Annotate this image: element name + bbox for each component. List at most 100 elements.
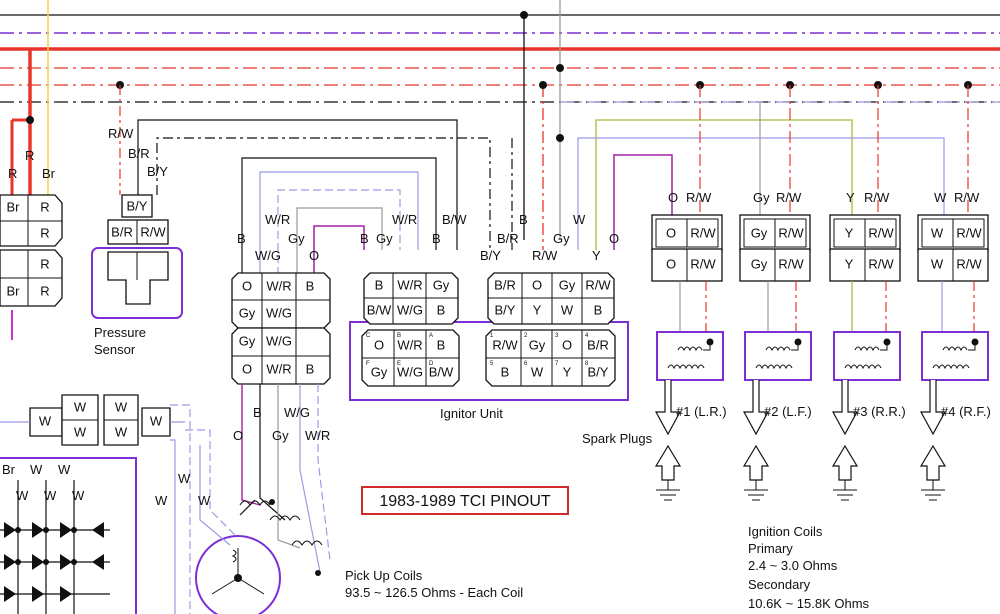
ia-num-b: B bbox=[397, 333, 401, 339]
coil-4-wire: W bbox=[934, 190, 947, 205]
ib-bot-6: W bbox=[531, 364, 544, 379]
pickup-coils-label: Pick Up Coils bbox=[345, 568, 423, 583]
pc-wire-gy: Gy bbox=[288, 231, 305, 246]
ib-top-1: B/R bbox=[494, 277, 516, 292]
ia-num-e: E bbox=[397, 361, 401, 367]
ia-num-a: A bbox=[429, 333, 433, 339]
pc-wire-bottom-b: B bbox=[253, 405, 262, 420]
title-box: 1983-1989 TCI PINOUT bbox=[361, 486, 569, 515]
rect-label-6: W bbox=[72, 488, 85, 503]
ib-wire-rw: R/W bbox=[532, 248, 558, 263]
ia-top-1: B bbox=[375, 277, 384, 292]
rectifier: Br W W W W W bbox=[0, 462, 110, 614]
pc-top-2: W/R bbox=[266, 278, 291, 293]
coil-3: Y R/W Y R/W Y R/W #3 (R.R.) bbox=[829, 190, 906, 501]
pc-wire-bottom-gy: Gy bbox=[272, 428, 289, 443]
ib-top-7: W bbox=[561, 302, 574, 317]
stator bbox=[195, 535, 281, 614]
ps-pin-br: B/R bbox=[111, 224, 133, 239]
rect-label-4: W bbox=[16, 488, 29, 503]
ia-bot-4: Gy bbox=[371, 364, 388, 379]
ib-num-1: 1 bbox=[490, 333, 494, 339]
pickup-lower-wires bbox=[239, 384, 331, 576]
coil-3-wire-rw: R/W bbox=[864, 190, 890, 205]
ignitor-unit-label: Ignitor Unit bbox=[440, 406, 503, 421]
left-wire-label-2: R bbox=[25, 148, 34, 163]
gen-wire-2: W bbox=[178, 471, 191, 486]
ib-num-7: 7 bbox=[555, 361, 559, 367]
pc-bot-4: O bbox=[242, 361, 252, 376]
gen-wire-1: W bbox=[155, 493, 168, 508]
ib-num-6: 6 bbox=[524, 361, 528, 367]
ib-top-8: B bbox=[594, 302, 603, 317]
pc-wire-b: B bbox=[237, 231, 246, 246]
ib-bot-4: B/R bbox=[587, 337, 609, 352]
ia-bot-3: B bbox=[437, 337, 446, 352]
pc-wire-bottom-wr: W/R bbox=[305, 428, 330, 443]
ib-bot-5: B bbox=[501, 364, 510, 379]
ib-wire-o: O bbox=[609, 231, 619, 246]
coil-3-pin-1: Y bbox=[845, 225, 854, 240]
coil-4-pin-2: R/W bbox=[956, 225, 982, 240]
coil-1-pin-1: O bbox=[666, 225, 676, 240]
top-bus-lines bbox=[0, 0, 1000, 340]
coil-rw-wires bbox=[699, 85, 969, 225]
coil-2-label: #2 (L.F.) bbox=[764, 404, 812, 419]
ib-wire-gy: Gy bbox=[553, 231, 570, 246]
coil-3-wire: Y bbox=[846, 190, 855, 205]
ia-bot-5: W/G bbox=[397, 364, 423, 379]
pc-top-3: B bbox=[306, 278, 315, 293]
ignition-coils-label: Ignition Coils bbox=[748, 524, 823, 539]
coil-3-pin-4: R/W bbox=[868, 256, 894, 271]
gen-pin-4: W bbox=[115, 399, 128, 414]
ib-bot-2: Gy bbox=[529, 337, 546, 352]
ia-wire-wr: W/R bbox=[392, 212, 417, 227]
ps-pin-by: B/Y bbox=[127, 198, 148, 213]
ignition-coils-primary: Primary bbox=[748, 541, 793, 556]
pc-top-1: O bbox=[242, 278, 252, 293]
ia-bot-1: O bbox=[374, 337, 384, 352]
ignitor-unit: B W/R Gy B B/W B W/R Gy B/W W/G B C B A … bbox=[349, 212, 629, 421]
coil-4-pin-3: W bbox=[931, 256, 944, 271]
pc-top-4: Gy bbox=[239, 305, 256, 320]
gen-pin-2: W bbox=[74, 399, 87, 414]
left-pin-6: R bbox=[40, 283, 49, 298]
ib-wire-y: Y bbox=[592, 248, 601, 263]
pressure-sensor-label-2: Sensor bbox=[94, 342, 136, 357]
left-wire-label-3: Br bbox=[42, 166, 56, 181]
diagram-title: 1983-1989 TCI PINOUT bbox=[379, 493, 551, 510]
ignition-coils-secondary: Secondary bbox=[748, 577, 811, 592]
coil-3-pin-2: R/W bbox=[868, 225, 894, 240]
left-pin-5: Br bbox=[7, 283, 21, 298]
ib-wire-b: B bbox=[519, 212, 528, 227]
generator-connector: W W W W W W bbox=[0, 394, 185, 446]
ps-pin-rw: R/W bbox=[140, 224, 166, 239]
ia-num-f: F bbox=[366, 361, 370, 367]
ignition-coils-secondary-ohms: 10.6K ~ 15.8K Ohms bbox=[748, 596, 870, 611]
coil-4-wire-rw: R/W bbox=[954, 190, 980, 205]
ib-bot-7: Y bbox=[563, 364, 572, 379]
ib-top-4: R/W bbox=[585, 277, 611, 292]
ia-top-5: W/G bbox=[397, 302, 423, 317]
rect-label-1: Br bbox=[2, 462, 16, 477]
ib-wire-w: W bbox=[573, 212, 586, 227]
coil-3-label: #3 (R.R.) bbox=[853, 404, 906, 419]
coil-1: O R/W O R/W O R/W #1 (L.R.) bbox=[651, 190, 727, 501]
pc-bot-5: W/R bbox=[266, 361, 291, 376]
ib-bot-1: R/W bbox=[492, 337, 518, 352]
rect-label-3: W bbox=[58, 462, 71, 477]
rect-label-5: W bbox=[44, 488, 57, 503]
left-pin-2: R bbox=[40, 199, 49, 214]
coil-4-pin-1: W bbox=[931, 225, 944, 240]
ib-bot-3: O bbox=[562, 337, 572, 352]
rect-label-2: W bbox=[30, 462, 43, 477]
gen-pin-1: W bbox=[39, 413, 52, 428]
pickup-connector: B W/G W/R Gy O O W/R B Gy W/G Gy W/G O W… bbox=[231, 212, 331, 385]
pc-wire-bottom-wg: W/G bbox=[284, 405, 310, 420]
coil-1-wire-rw: R/W bbox=[686, 190, 712, 205]
left-connector: Br R R R Br R R R Br bbox=[0, 148, 63, 307]
generator-wires bbox=[0, 404, 236, 614]
bus-junction-dots bbox=[26, 11, 972, 142]
ib-wire-by: B/Y bbox=[480, 248, 501, 263]
